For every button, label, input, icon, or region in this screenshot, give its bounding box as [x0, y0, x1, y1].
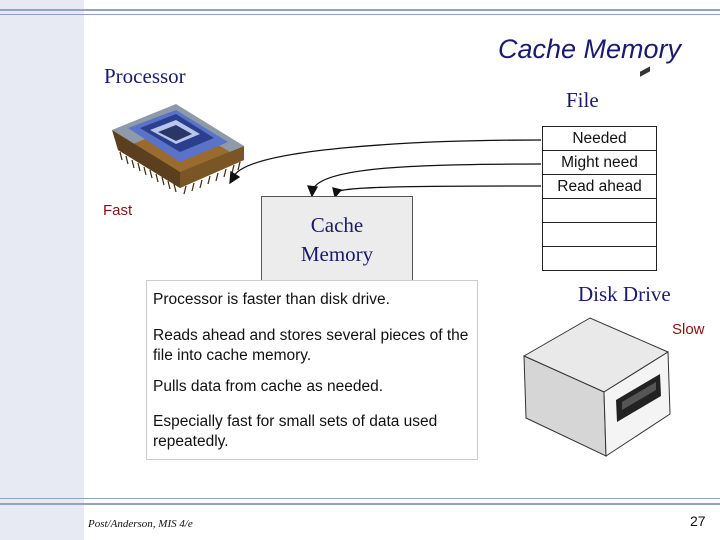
arrow-needed-to-processor — [233, 139, 542, 177]
disk-drive-icon — [522, 66, 671, 457]
top-rule — [0, 9, 720, 11]
cache-label-line1: Cache — [310, 213, 364, 237]
file-row-empty — [543, 199, 656, 223]
info-text-box: Processor is faster than disk drive. Rea… — [146, 280, 478, 460]
file-row-needed: Needed — [543, 127, 656, 151]
file-row-empty — [543, 223, 656, 247]
fast-label: Fast — [103, 202, 133, 219]
cache-label-line2: Memory — [300, 242, 374, 266]
file-row-empty — [543, 247, 656, 270]
file-row-might-need: Might need — [543, 151, 656, 175]
arrow-readahead-to-cache — [336, 185, 542, 193]
arrow-mightneed-to-cache — [312, 163, 542, 191]
slide-title: Cache Memory — [498, 34, 682, 64]
cache-memory-label: Cache Memory — [262, 211, 412, 269]
info-point-read-ahead: Reads ahead and stores several pieces of… — [153, 327, 469, 364]
bottom-rule-thin — [0, 498, 720, 499]
processor-label: Processor — [104, 64, 186, 88]
processor-chip-icon — [112, 104, 244, 195]
info-point-small-sets: Especially fast for small sets of data u… — [153, 413, 438, 450]
info-point-pull: Pulls data from cache as needed. — [153, 378, 384, 395]
left-margin-band — [0, 0, 84, 540]
top-rule-thin — [0, 14, 720, 15]
info-point-speed: Processor is faster than disk drive. — [153, 291, 390, 308]
file-blocks-table: Needed Might need Read ahead — [542, 126, 657, 271]
footer-source: Post/Anderson, MIS 4/e — [88, 518, 193, 530]
page-number: 27 — [690, 513, 706, 529]
slow-label: Slow — [672, 321, 705, 338]
disk-drive-label: Disk Drive — [578, 282, 671, 306]
file-label: File — [566, 88, 599, 112]
bottom-rule — [0, 503, 720, 505]
data-flow-arrows — [229, 139, 542, 199]
cache-memory-box: Cache Memory — [261, 196, 413, 282]
file-row-read-ahead: Read ahead — [543, 175, 656, 199]
